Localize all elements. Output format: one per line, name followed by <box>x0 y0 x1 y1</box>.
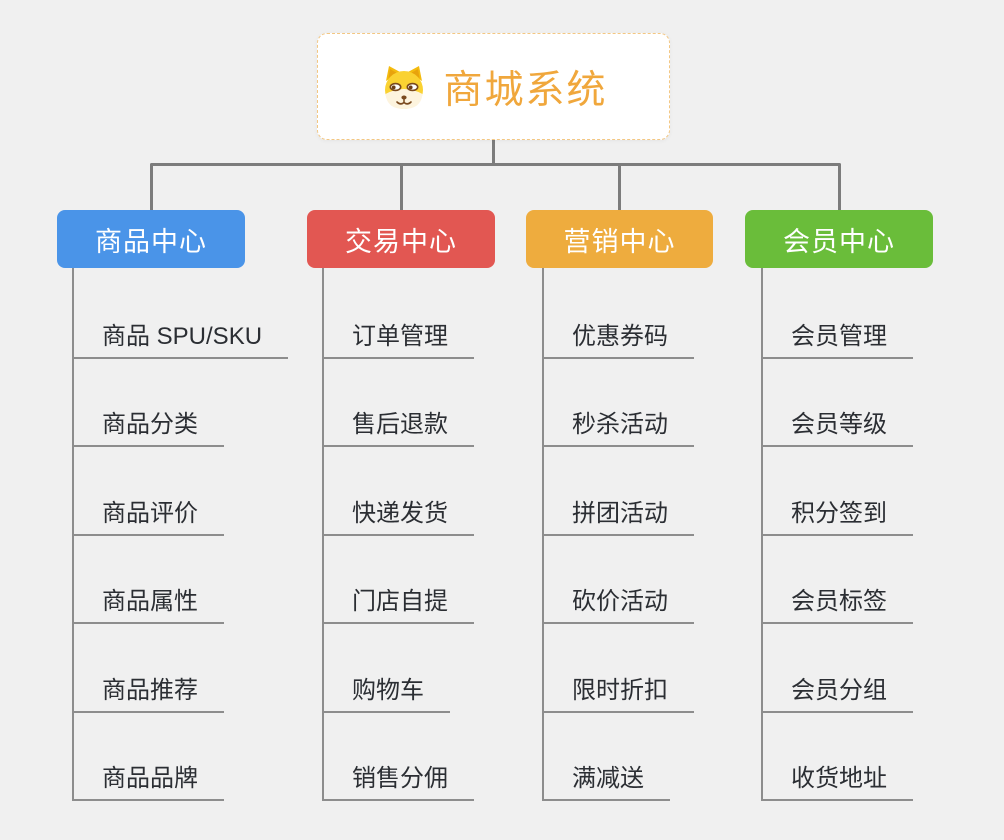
leaf-node[interactable]: 销售分佣 <box>322 766 474 801</box>
branch-node-product-center[interactable]: 商品中心 <box>57 210 245 268</box>
branch-column-member-center: 会员管理 会员等级 积分签到 会员标签 会员分组 收货地址 <box>761 268 1004 803</box>
branch-node-trade-center[interactable]: 交易中心 <box>307 210 495 268</box>
branch-node-marketing-center[interactable]: 营销中心 <box>526 210 713 268</box>
leaf-node[interactable]: 会员管理 <box>761 324 913 359</box>
connector-branch-2 <box>400 164 403 211</box>
connector-bus <box>150 163 841 166</box>
leaf-node[interactable]: 商品品牌 <box>72 766 224 801</box>
leaf-node[interactable]: 商品推荐 <box>72 678 224 713</box>
leaf-node[interactable]: 积分签到 <box>761 501 913 536</box>
leaf-node[interactable]: 订单管理 <box>322 324 474 359</box>
leaf-node[interactable]: 商品评价 <box>72 501 224 536</box>
branch-node-member-center[interactable]: 会员中心 <box>745 210 933 268</box>
leaf-node[interactable]: 门店自提 <box>322 589 474 624</box>
connector-branch-1 <box>150 164 153 211</box>
leaf-node[interactable]: 限时折扣 <box>542 678 694 713</box>
leaf-node[interactable]: 拼团活动 <box>542 501 694 536</box>
branch-column-trade-center: 订单管理 售后退款 快递发货 门店自提 购物车 销售分佣 <box>322 268 582 803</box>
leaf-node[interactable]: 收货地址 <box>761 766 913 801</box>
leaf-node[interactable]: 商品 SPU/SKU <box>72 324 289 359</box>
leaf-node[interactable]: 商品分类 <box>72 412 224 447</box>
leaf-node[interactable]: 会员标签 <box>761 589 913 624</box>
leaf-node[interactable]: 会员等级 <box>761 412 913 447</box>
root-title: 商城系统 <box>443 68 608 112</box>
connector-branch-4 <box>838 164 841 211</box>
leaf-node[interactable]: 砍价活动 <box>542 589 694 624</box>
connector-root-vertical <box>492 140 495 164</box>
leaf-node[interactable]: 会员分组 <box>761 678 913 713</box>
root-node[interactable]: 商城系统 <box>317 33 670 140</box>
doge-icon <box>379 63 429 111</box>
leaf-node[interactable]: 售后退款 <box>322 412 474 447</box>
leaf-node[interactable]: 优惠券码 <box>542 324 694 359</box>
branch-column-marketing-center: 优惠券码 秒杀活动 拼团活动 砍价活动 限时折扣 满减送 <box>542 268 802 803</box>
branch-column-product-center: 商品 SPU/SKU 商品分类 商品评价 商品属性 商品推荐 商品品牌 <box>72 268 332 803</box>
leaf-node[interactable]: 秒杀活动 <box>542 412 694 447</box>
leaf-node[interactable]: 快递发货 <box>322 501 474 536</box>
connector-branch-3 <box>618 164 621 211</box>
leaf-node[interactable]: 满减送 <box>542 766 670 801</box>
leaf-node[interactable]: 购物车 <box>322 678 450 713</box>
leaf-node[interactable]: 商品属性 <box>72 589 224 624</box>
